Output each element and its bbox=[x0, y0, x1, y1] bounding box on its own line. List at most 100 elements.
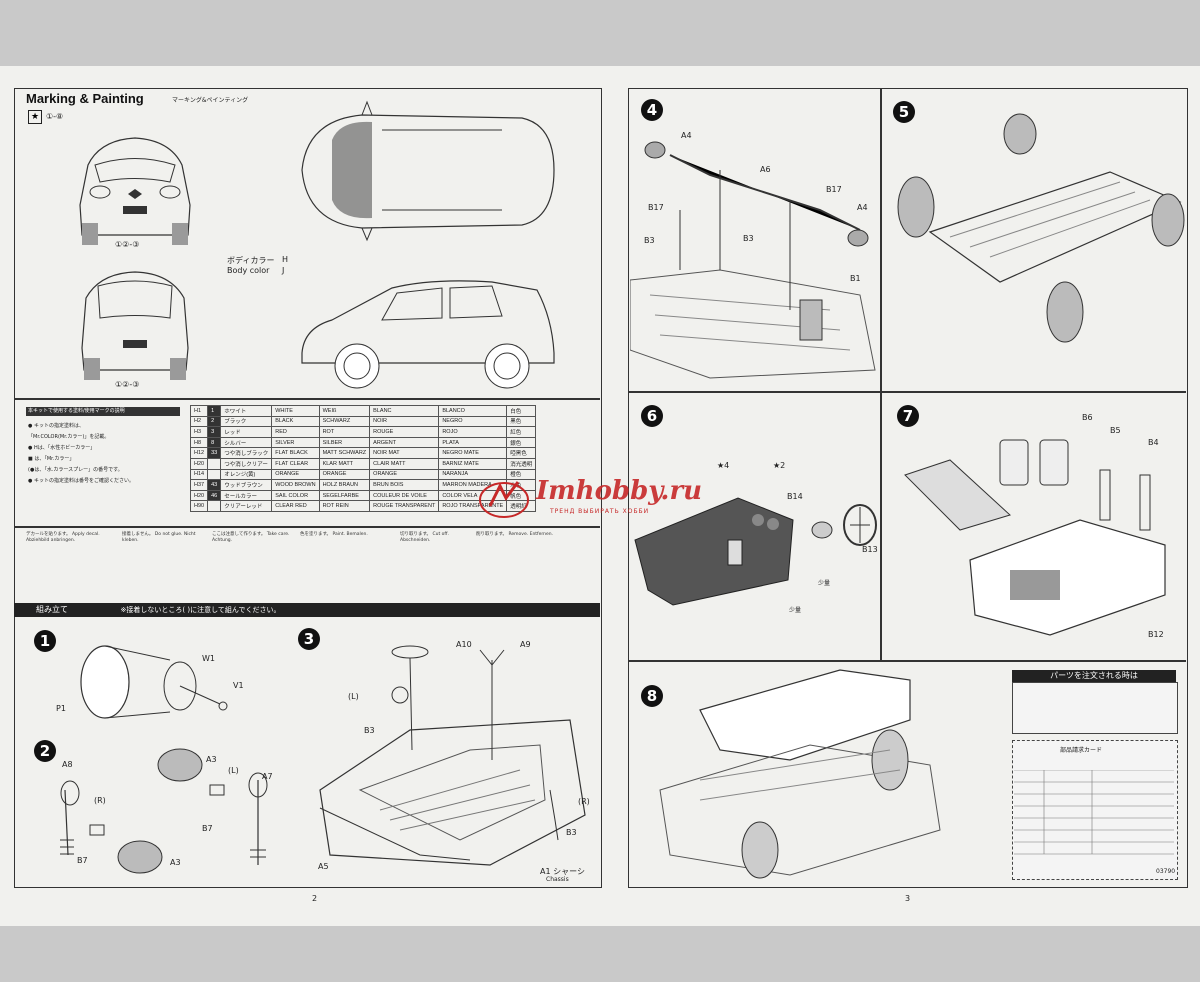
paint-cell: 46 bbox=[207, 489, 222, 502]
paint-notes-header: 本キットで使用する塗料/使用マークの説明 bbox=[26, 407, 180, 416]
step-3-part-b3-left: B3 bbox=[364, 726, 375, 735]
step-4-part-a4-left: A4 bbox=[681, 131, 692, 140]
step-1-part-v1: V1 bbox=[233, 681, 244, 690]
step-3-part-a10: A10 bbox=[456, 640, 472, 649]
paint-cell bbox=[207, 468, 222, 481]
paint-cell: CLAIR MATT bbox=[369, 457, 440, 470]
step-2-part-a8: A8 bbox=[62, 760, 73, 769]
paint-cell: H3 bbox=[189, 426, 209, 438]
paint-cell bbox=[207, 457, 222, 470]
step-2-part-b7-left: B7 bbox=[77, 856, 88, 865]
paint-cell: WOOD BROWN bbox=[271, 479, 320, 491]
paint-cell: 1 bbox=[207, 405, 222, 417]
step-6-dashboard bbox=[634, 497, 794, 606]
watermark-tagline: ТРЕНД ВЫБИРАТЬ ХОББИ bbox=[550, 508, 650, 515]
step-1-part-w1: W1 bbox=[202, 654, 215, 663]
car-top-view bbox=[301, 100, 555, 242]
paint-cell: 黑色 bbox=[506, 415, 537, 428]
car-front-view bbox=[79, 137, 191, 245]
step-6-badge: 6 bbox=[641, 405, 663, 427]
marking-title: Marking & Painting bbox=[26, 91, 144, 106]
divider-r-v2 bbox=[880, 392, 882, 660]
paint-cell: SILBER bbox=[318, 436, 371, 449]
step-3-part-a1: A1 シャーシ bbox=[540, 867, 585, 876]
assembly-header: 組み立て ※接着しないところ( )に注意して組んでください。 bbox=[14, 603, 600, 617]
step-2-part-a3-top: A3 bbox=[206, 755, 217, 764]
paint-cell: H37 bbox=[189, 479, 209, 491]
divider-2 bbox=[14, 526, 600, 528]
step-7-badge: 7 bbox=[897, 405, 919, 427]
step-7-part-b6: B6 bbox=[1082, 413, 1093, 422]
paint-cell: PLATA bbox=[438, 436, 508, 449]
step-8-badge: 8 bbox=[641, 685, 663, 707]
step-3-part-a9: A9 bbox=[520, 640, 531, 649]
car-side-view bbox=[301, 280, 555, 389]
step-3-side-left: (L) bbox=[348, 692, 359, 701]
step-6-small-amount-2: 少量 bbox=[789, 607, 802, 614]
step-7-part-b12: B12 bbox=[1148, 630, 1164, 639]
paint-cell: 紅色 bbox=[506, 426, 537, 438]
paint-cell: NOIR MAT bbox=[369, 447, 440, 459]
paint-cell: 43 bbox=[207, 479, 222, 491]
paint-cell: NOIR bbox=[369, 415, 440, 428]
step-4-drawing bbox=[630, 141, 876, 379]
order-box-text bbox=[1012, 682, 1178, 734]
paint-cell: FLAT BLACK bbox=[271, 447, 320, 459]
paint-cell: ウッドブラウン bbox=[220, 479, 273, 491]
paint-cell: 2 bbox=[207, 415, 222, 428]
rear-decal-numbers: ①②-③ bbox=[115, 380, 140, 389]
paint-cell: ORANGE bbox=[369, 468, 440, 481]
legend-remove: 削り取ります。 Remove. Entfernen. bbox=[476, 532, 554, 537]
legend-cut: 切り取ります。 Cut off. Abschneiden. bbox=[400, 532, 449, 543]
step-3-badge: 3 bbox=[298, 628, 320, 650]
paint-cell: SEGELFARBE bbox=[318, 489, 371, 502]
divider-r1 bbox=[628, 391, 1186, 393]
step-4-part-b1: B1 bbox=[850, 274, 861, 283]
paint-cell: オレンジ(黄) bbox=[220, 468, 273, 481]
paint-cell: H20 bbox=[189, 457, 209, 470]
paint-cell: 白色 bbox=[506, 405, 537, 417]
paint-cell: WEIß bbox=[318, 405, 371, 417]
paint-note-4: ■ は、「Mr.カラー」 bbox=[28, 456, 75, 462]
paint-cell: H1 bbox=[189, 405, 209, 417]
step-2-part-b7-right: B7 bbox=[202, 824, 213, 833]
legend-take-care: ここは注意して作ります。 Take care. Achtung. bbox=[212, 532, 290, 543]
paint-cell: MATT SCHWARZ bbox=[318, 447, 371, 459]
body-color-label: Body color bbox=[227, 266, 270, 275]
paint-cell: ブラック bbox=[220, 415, 273, 428]
watermark-logo-icon bbox=[479, 481, 529, 518]
front-decal-numbers: ①②-③ bbox=[115, 240, 140, 249]
car-rear-view bbox=[81, 271, 189, 380]
step-2-side-left: (L) bbox=[228, 766, 239, 775]
paint-cell: H90 bbox=[189, 500, 209, 512]
step-6-part-b14: B14 bbox=[787, 492, 803, 501]
paint-cell: 消光透明 bbox=[506, 457, 537, 470]
paint-cell: クリアーレッド bbox=[220, 500, 273, 512]
step-1-drawing bbox=[80, 645, 228, 719]
step-2-side-right: (R) bbox=[94, 796, 106, 805]
page-number-right: 3 bbox=[905, 894, 911, 903]
paint-cell: NEGRO MATE bbox=[438, 447, 508, 459]
step-4-part-a4-right: A4 bbox=[857, 203, 868, 212]
step-6-decal-2: ★2 bbox=[773, 461, 786, 470]
order-code: 03790 bbox=[1156, 868, 1176, 875]
order-box-header: パーツを注文される時は bbox=[1012, 670, 1176, 682]
paint-note-5: (●は、「水.カラースプレー」の番号です。 bbox=[28, 467, 123, 473]
assembly-note: ※接着しないところ( )に注意して組んでください。 bbox=[120, 606, 281, 614]
paint-cell: 3 bbox=[207, 426, 222, 438]
paint-cell: 33 bbox=[207, 447, 222, 459]
step-7-part-b4: B4 bbox=[1148, 438, 1159, 447]
paint-cell: BLANC bbox=[369, 405, 440, 417]
paint-cell: セールカラー bbox=[220, 489, 273, 502]
right-page bbox=[628, 88, 1188, 888]
assembly-title: 組み立て bbox=[36, 605, 68, 614]
divider-r-v1 bbox=[880, 88, 882, 392]
paint-note-1: ● キットの指定塗料は、 bbox=[28, 423, 84, 429]
step-2-part-a3-bottom: A3 bbox=[170, 858, 181, 867]
paint-cell: SILVER bbox=[271, 436, 320, 449]
